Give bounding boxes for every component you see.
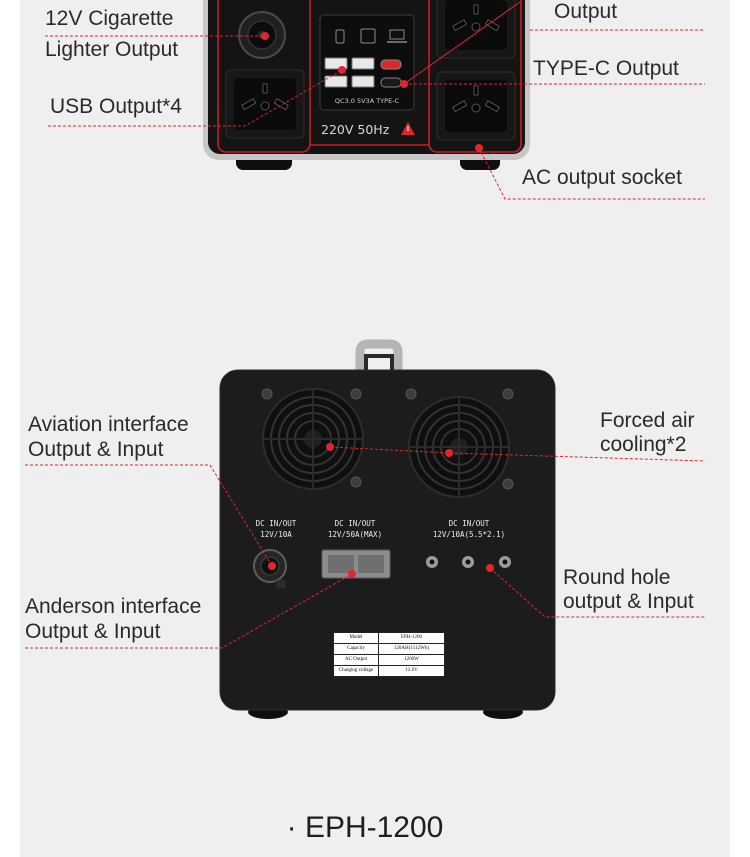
- callout-dot: [445, 449, 453, 457]
- screws: [261, 388, 514, 490]
- model-caption: · EPH-1200: [286, 811, 444, 844]
- back-callout-dots: [268, 443, 494, 578]
- ac-socket: [225, 69, 305, 139]
- callout-dot: [326, 443, 334, 451]
- cigarette-lighter-label: 12V Cigarette: [45, 7, 174, 30]
- spec-table: Model EPH-1200 Capacity 120AH(1512Wh) AC…: [333, 632, 445, 677]
- port-title: DC IN/OUT: [335, 519, 376, 528]
- front-device: QC3.0 5V3A TYPE-C 220V 50Hz: [203, 0, 530, 170]
- spec-key: Charging voltage: [333, 665, 379, 677]
- round-hole-label: Round hole: [563, 566, 671, 589]
- port-labels: DC IN/OUT 12V/10A DC IN/OUT 12V/50A(MAX)…: [256, 519, 505, 539]
- anderson-interface-label: Anderson interface: [25, 595, 202, 618]
- screw-icon: [261, 388, 273, 400]
- ac-output-label: Output: [554, 0, 618, 23]
- spec-value: 1200W: [378, 654, 445, 666]
- cigarette-lighter-label: Lighter Output: [45, 38, 179, 61]
- callout-dot: [348, 570, 356, 578]
- usb-panel-label: QC3.0 5V3A TYPE-C: [335, 97, 400, 105]
- port-spec: 12V/50A(MAX): [328, 530, 382, 539]
- usb-callout-line: [48, 69, 343, 127]
- screw-icon: [350, 388, 362, 400]
- left-red-frame: [217, 0, 311, 153]
- aviation-interface-label: Output & Input: [28, 438, 164, 461]
- aviation-interface-label: Aviation interface: [28, 413, 189, 436]
- callout-dot: [475, 144, 483, 152]
- carry-handle: [355, 339, 403, 375]
- screw-icon: [502, 478, 514, 490]
- callout-dot: [268, 562, 276, 570]
- spec-key: AC Output: [333, 654, 379, 666]
- type-c-output-label: TYPE-C Output: [533, 57, 679, 80]
- spec-value: 12.6V: [378, 665, 445, 677]
- ac-socket: [436, 0, 516, 59]
- callout-dot: [261, 32, 269, 40]
- screw-icon: [405, 388, 417, 400]
- callout-dot: [338, 66, 346, 74]
- right-red-frame: [428, 0, 522, 153]
- laptop-icon: [387, 29, 407, 43]
- screw-icon: [350, 476, 362, 488]
- back-callout-lines: [25, 446, 706, 649]
- usb-port: [351, 75, 375, 88]
- fan-icon: [262, 388, 364, 490]
- forced-air-cooling-label: cooling*2: [600, 433, 687, 456]
- round-hole-callout-line: [489, 567, 705, 618]
- spec-row: Capacity 120AH(1512Wh): [333, 643, 445, 655]
- back-device: DC IN/OUT 12V/10A DC IN/OUT 12V/50A(MAX)…: [219, 339, 556, 719]
- spec-value: EPH-1200: [378, 632, 445, 644]
- usb-port: [351, 57, 375, 70]
- tablet-icon: [360, 28, 376, 44]
- usb-port: [324, 75, 348, 88]
- port-title: DC IN/OUT: [449, 519, 490, 528]
- ac-socket: [436, 71, 516, 141]
- spec-value: 120AH(1512Wh): [378, 643, 445, 655]
- screw-icon: [502, 388, 514, 400]
- usb-output-label: USB Output*4: [50, 95, 182, 118]
- spec-key: Capacity: [333, 643, 379, 655]
- type-c-port: [380, 77, 402, 88]
- port-title: DC IN/OUT: [256, 519, 297, 528]
- voltage-label: 220V 50Hz: [321, 122, 390, 137]
- callout-dot: [400, 80, 408, 88]
- ac-output-callout-line: [403, 1, 521, 85]
- spec-row: Model EPH-1200: [333, 632, 445, 644]
- warning-icon: [401, 122, 415, 135]
- phone-icon: [335, 29, 345, 44]
- callout-dot: [486, 564, 494, 572]
- front-callout-lines: [45, 1, 705, 200]
- round-hole-ports: [426, 556, 511, 568]
- anderson-interface-label: Output & Input: [25, 620, 161, 643]
- aviation-callout-line: [25, 464, 273, 567]
- ac-socket-callout-line: [478, 147, 705, 200]
- fan-icon: [408, 396, 510, 498]
- port-spec: 12V/10A(5.5*2.1): [433, 530, 505, 539]
- ac-socket-label: AC output socket: [522, 166, 682, 189]
- forced-air-cooling-label: Forced air: [600, 409, 695, 432]
- spec-key: Model: [333, 632, 379, 644]
- spec-row: AC Output 1200W: [333, 654, 445, 666]
- spec-row: Charging voltage 12.6V: [333, 665, 445, 677]
- front-callout-dots: [261, 32, 483, 152]
- anderson-callout-line: [25, 573, 353, 649]
- port-spec: 12V/10A: [260, 530, 292, 539]
- type-c-port: [380, 59, 402, 70]
- anderson-connector: [321, 549, 391, 579]
- usb-panel: QC3.0 5V3A TYPE-C: [319, 14, 415, 111]
- round-hole-label: output & Input: [563, 590, 694, 613]
